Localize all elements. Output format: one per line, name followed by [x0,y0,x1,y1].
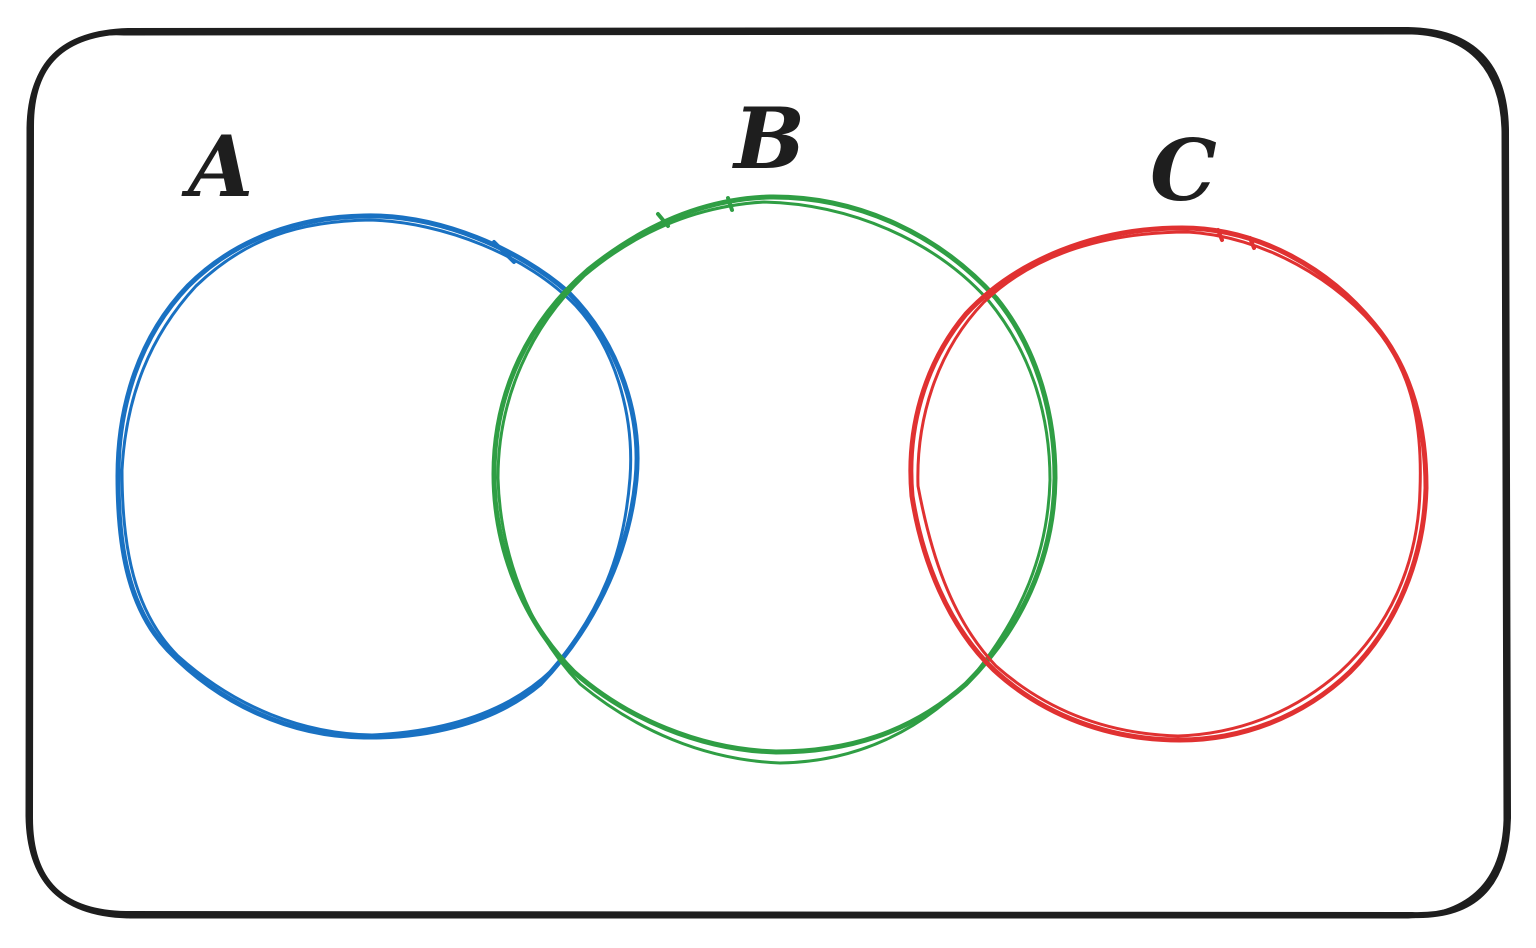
universe-frame [25,27,1511,919]
set-a-stroke-tick [492,240,516,264]
set-b-stroke [491,194,1058,755]
set-a-stroke [115,213,640,740]
set-c-circle [908,225,1429,743]
set-c-stroke-2 [916,230,1422,738]
set-b-circle [491,194,1058,765]
set-a-stroke-2 [120,218,633,737]
set-a-circle [115,213,640,740]
set-b-stroke-tick [656,196,734,228]
set-c-label: C [1150,121,1217,220]
universe-frame-stroke-2 [25,31,1507,919]
set-a-label: A [181,117,253,216]
set-b-stroke-2 [496,200,1052,765]
set-c-stroke-tick [1216,228,1256,250]
universe-frame-stroke [27,27,1511,919]
set-b-label: B [732,89,805,188]
